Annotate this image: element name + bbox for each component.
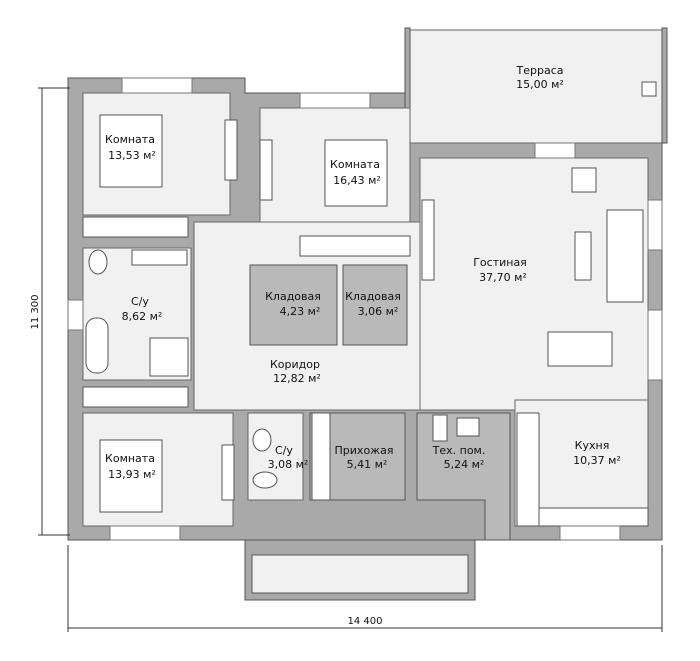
bedroom1-area: 13,53 м² — [108, 149, 156, 162]
sink-icon — [456, 417, 480, 437]
sink-icon — [252, 428, 272, 452]
living-name: Гостиная — [473, 256, 527, 269]
storage2-name: Кладовая — [345, 290, 401, 303]
room-labels: Терраса 15,00 м² Комната 13,53 м² Комнат… — [105, 64, 621, 481]
wardrobe — [311, 412, 331, 501]
wardrobe — [82, 216, 189, 238]
window — [559, 525, 621, 541]
window — [121, 77, 193, 94]
kitchen-area: 10,37 м² — [573, 454, 621, 467]
terrace-wall — [661, 27, 668, 144]
tech-name: Тех. пом. — [432, 444, 486, 457]
corridor-area: 12,82 м² — [273, 372, 321, 385]
height-dimension: 11 300 — [30, 295, 41, 330]
bath2-area: 3,08 м² — [268, 458, 309, 471]
tv-icon — [224, 119, 238, 181]
bed-icon — [99, 114, 163, 188]
width-dimension: 14 400 — [348, 616, 383, 627]
bed-icon — [99, 439, 163, 513]
grill-icon — [641, 81, 657, 97]
window — [299, 92, 371, 109]
tv-icon — [259, 139, 273, 201]
shower-icon — [149, 337, 189, 377]
bath1-area: 8,62 м² — [122, 310, 163, 323]
wardrobe — [82, 386, 189, 408]
bedroom2-name: Комната — [330, 158, 380, 171]
tech-area: 5,24 м² — [444, 458, 485, 471]
bedroom2-area: 16,43 м² — [333, 174, 381, 187]
tech-room — [416, 412, 511, 541]
terrace-area: 15,00 м² — [516, 78, 564, 91]
bath1-name: С/у — [131, 295, 149, 308]
bathtub-icon — [85, 317, 109, 374]
bedroom3-name: Комната — [105, 452, 155, 465]
storage2-area: 3,06 м² — [358, 305, 399, 318]
bedroom3-area: 13,93 м² — [108, 468, 156, 481]
kitchen-name: Кухня — [575, 439, 610, 452]
furniture — [82, 114, 649, 527]
window — [67, 299, 84, 331]
armchair-icon — [571, 167, 597, 193]
boiler-icon — [432, 414, 448, 442]
windows — [67, 77, 663, 541]
bed-icon — [324, 139, 388, 207]
storage1-name: Кладовая — [265, 290, 321, 303]
sink-icon — [131, 249, 188, 266]
bath2 — [247, 412, 304, 501]
corridor-name: Коридор — [270, 358, 320, 371]
porch-wall — [244, 539, 476, 601]
kitchen-counter — [538, 507, 649, 527]
storage1-area: 4,23 м² — [280, 305, 321, 318]
hall-area: 5,41 м² — [347, 458, 388, 471]
dimension-lines: 11 300 14 400 — [30, 87, 663, 632]
window — [109, 525, 181, 541]
tv-icon — [221, 444, 235, 501]
wardrobe — [299, 235, 411, 257]
toilet-icon — [252, 471, 278, 489]
dining-table-icon — [547, 331, 613, 367]
terrace-door — [534, 142, 576, 159]
coffee-table-icon — [574, 231, 592, 281]
sofa-icon — [606, 209, 644, 303]
storage1 — [249, 264, 338, 346]
bedroom1-name: Комната — [105, 133, 155, 146]
living-area: 37,70 м² — [479, 271, 527, 284]
bath2-name: С/у — [275, 444, 293, 457]
terrace — [409, 29, 663, 144]
porch — [249, 554, 471, 596]
toilet-icon — [88, 249, 108, 275]
hall-name: Прихожая — [335, 444, 394, 457]
storage2 — [342, 264, 408, 346]
window — [647, 199, 663, 251]
kitchen-counter — [516, 412, 540, 527]
tv-icon — [421, 199, 435, 281]
terrace-name: Терраса — [516, 64, 564, 77]
window — [647, 309, 663, 381]
